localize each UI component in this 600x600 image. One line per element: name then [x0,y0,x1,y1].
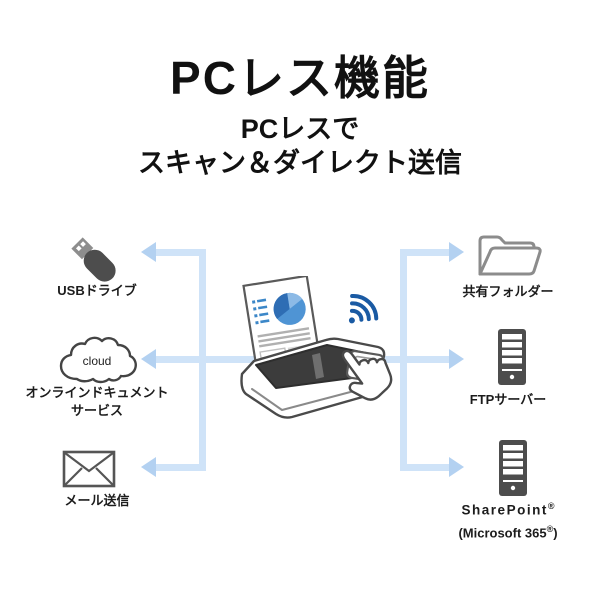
mail-send-label: メール送信 [64,493,130,508]
arrowhead-row3-right [449,457,464,477]
wifi-icon [348,293,379,324]
arrowhead-row3-left [141,457,156,477]
page-title: PCレス機能 [170,52,430,104]
hand-cursor [341,349,393,401]
cloud-icon-text: cloud [83,354,112,368]
connector-row3-right [400,464,450,471]
ftp-server-icon [498,329,526,385]
sharepoint-label-line1: SharePoint® [461,501,555,518]
connector-row1-right [400,249,450,256]
arrowhead-row2-right [449,349,464,369]
cloud-icon: cloud [59,336,137,384]
cloud-service-label-line1: オンラインドキュメント [25,385,169,400]
usb-drive-label: USBドライブ [57,283,137,298]
arrowhead-row1-left [141,242,156,262]
connector-row3-left [155,464,206,471]
scanner-illustration [240,276,393,419]
subtitle-line-2: スキャン＆ダイレクト送信 [138,148,462,178]
sharepoint-label-line2: (Microsoft 365®) [458,523,558,540]
page-subtitle: PCレスで スキャン＆ダイレクト送信 [0,112,600,180]
cloud-service-label: オンラインドキュメント サービス [12,384,182,420]
connector-row1-left [155,249,206,256]
open-folder-icon [478,235,542,276]
arrowhead-row2-left [141,349,156,369]
shared-folder-label: 共有フォルダー [462,284,554,299]
sharepoint-server-icon [499,440,527,496]
sharepoint-label: SharePoint® (Microsoft 365®) [420,497,596,542]
ftp-server-label: FTPサーバー [469,392,547,407]
usb-drive-icon [71,237,116,282]
envelope-icon [62,450,116,488]
cloud-service-label-line2: サービス [70,403,123,418]
subtitle-line-1: PCレスで [240,114,360,144]
arrowhead-row1-right [449,242,464,262]
